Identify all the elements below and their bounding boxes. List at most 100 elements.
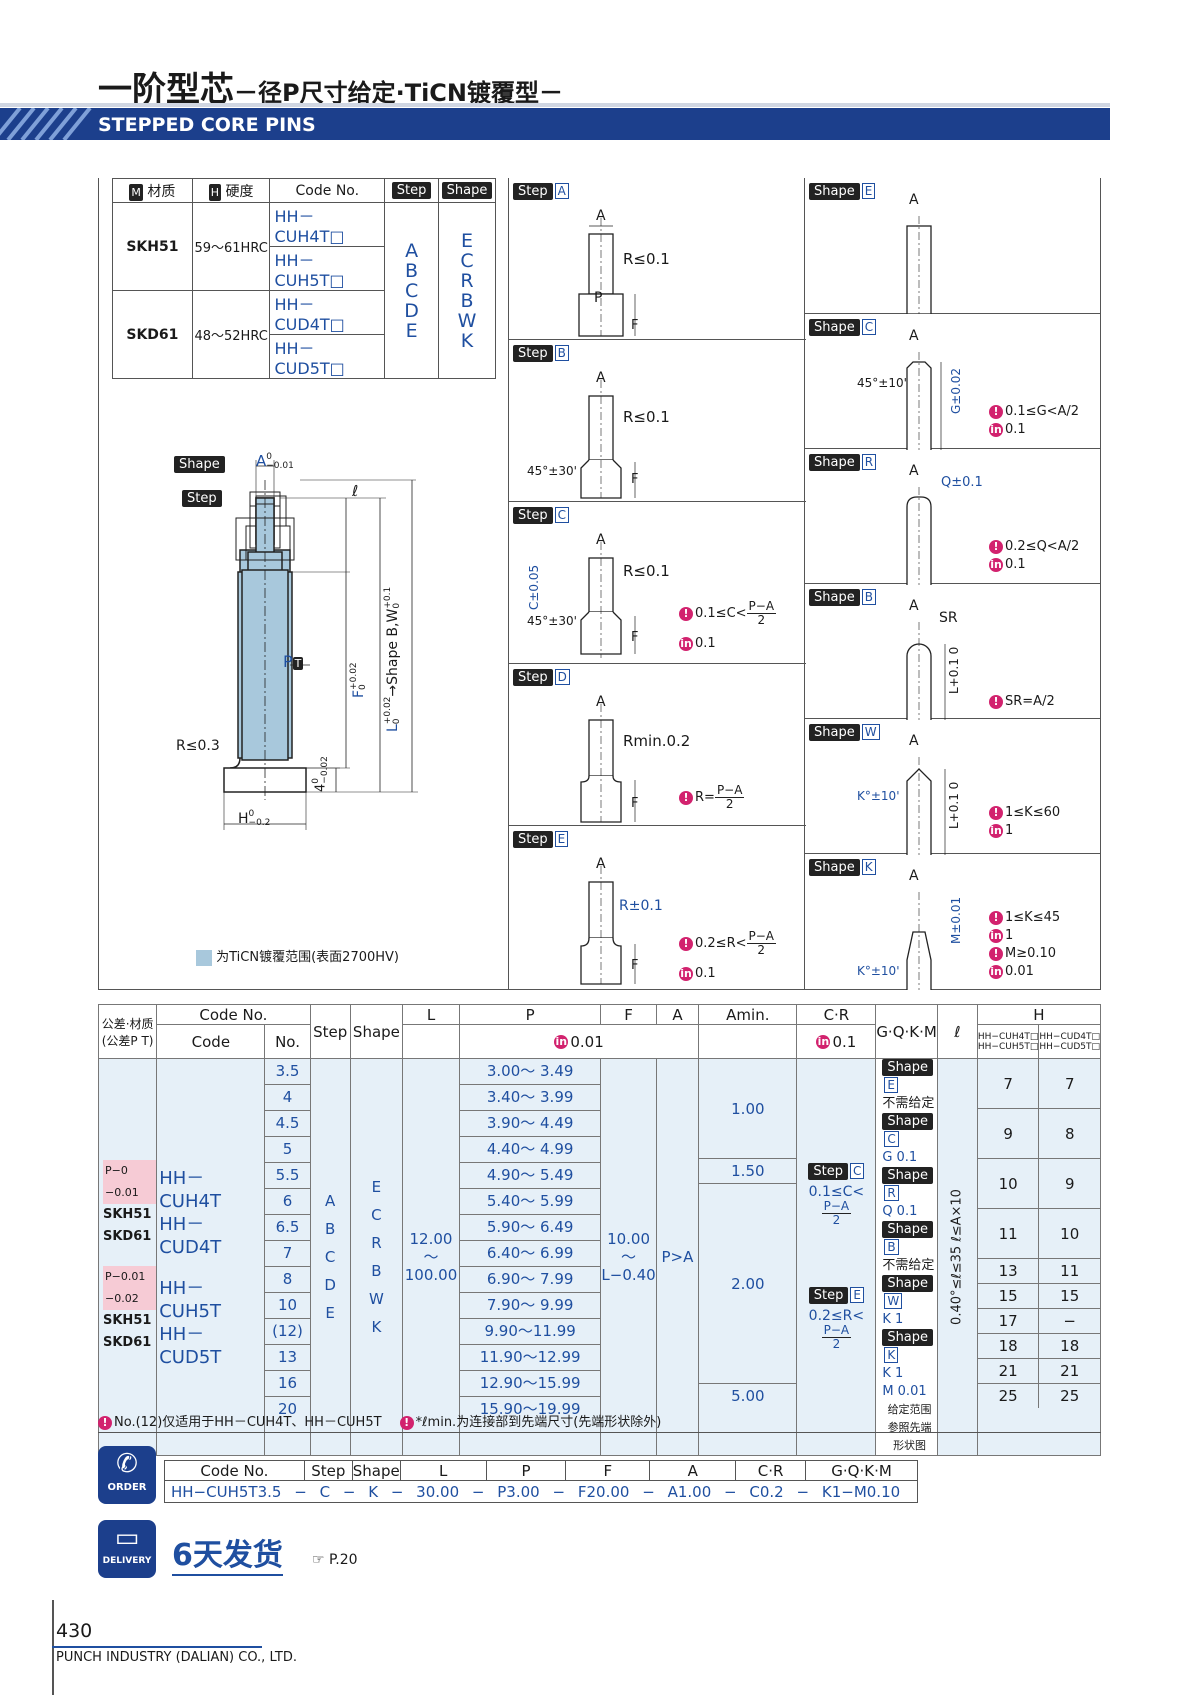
spec-table: M 材质 H 硬度 Code No. Step Shape SKH51 59～6… xyxy=(112,178,496,379)
h-cell: − xyxy=(1063,1312,1076,1330)
order-icon: ✆ ORDER xyxy=(98,1446,156,1504)
step-c-f: F xyxy=(631,630,639,645)
h-cell: 21 xyxy=(1060,1362,1080,1380)
th-blank xyxy=(698,1024,798,1059)
shape-c-g: G±0.02 xyxy=(949,367,963,414)
step-e-r: R±0.1 xyxy=(619,898,663,914)
spec-main-table: 公差·材质(公差P T) Code No. Step Shape L P F A… xyxy=(97,1004,1102,1456)
p-range-cell: 5.40～ 5.99 xyxy=(459,1189,601,1215)
th-l: L xyxy=(402,1004,460,1025)
h-cell: 10 xyxy=(1060,1225,1080,1243)
th-f: F xyxy=(600,1004,657,1025)
step-b-angle: 45°±30' xyxy=(527,464,577,478)
spec-code-header: Code No. xyxy=(269,178,386,203)
coating-swatch xyxy=(196,949,212,966)
h-cell: 11 xyxy=(978,1209,1040,1258)
p-range-cell: 3.40～ 3.99 xyxy=(459,1085,601,1111)
no-cell: 6 xyxy=(265,1189,310,1215)
h-cell: 17 xyxy=(978,1309,1040,1333)
shape-b-sr: SR xyxy=(939,610,958,626)
th-h-sub1: HH−CUH4T□ HH−CUH5T□ xyxy=(976,1024,1040,1059)
shape-w-k: K°±10' xyxy=(857,789,900,803)
h-cell: 11 xyxy=(1060,1262,1080,1280)
shape-r-q: Q±0.1 xyxy=(941,475,983,490)
p-range-cell: 12.90～15.99 xyxy=(459,1371,601,1397)
banner-text: STEPPED CORE PINS xyxy=(98,114,316,136)
no-cell: 7 xyxy=(265,1241,310,1267)
step-c-angle: 45°±30' xyxy=(527,614,577,628)
p-range-cell: 6.40～ 6.99 xyxy=(459,1241,601,1267)
th-l-blank xyxy=(402,1024,460,1059)
p-range-cell: 9.90～11.99 xyxy=(459,1319,601,1345)
step-b-f: F xyxy=(631,472,639,487)
page-title: 一阶型芯－径P尺寸给定·TiCN镀覆型－ xyxy=(98,62,563,110)
th-ell: ℓ xyxy=(936,1004,978,1059)
h-cell: 13 xyxy=(978,1259,1040,1283)
td-amin: 1.00 1.50 2.00 5.00 xyxy=(698,1058,798,1456)
no-cell: (12) xyxy=(265,1319,310,1345)
td-a-cond: P>A xyxy=(655,1058,700,1456)
h-row: 11 10 xyxy=(977,1209,1100,1259)
shape-k-a: A xyxy=(909,868,919,884)
h-cell: 18 xyxy=(978,1334,1040,1358)
h-cell: 25 xyxy=(978,1384,1040,1408)
spec-material: SKH51 xyxy=(112,202,193,291)
h-cell: 7 xyxy=(1064,1075,1075,1093)
no-cell: 16 xyxy=(265,1371,310,1397)
step-d-r: Rmin.0.2 xyxy=(623,732,691,750)
p-range-cell: 5.90～ 6.49 xyxy=(459,1215,601,1241)
shape-r-a: A xyxy=(909,463,919,479)
banner-underline xyxy=(0,103,1110,107)
no-cell: 4 xyxy=(265,1085,310,1111)
no-cell: 10 xyxy=(265,1293,310,1319)
shape-k-note3: !M≥0.10 xyxy=(989,946,1056,961)
th-gqkm: G·Q·K·M xyxy=(875,1004,938,1059)
step-c-c: C±0.05 xyxy=(527,564,541,610)
banner: STEPPED CORE PINS xyxy=(0,108,1110,140)
h-cell: 15 xyxy=(978,1284,1040,1308)
spec-code: HH－CUD4T□ xyxy=(269,290,386,335)
tol1: P−0 −0.01 xyxy=(103,1160,157,1204)
th-shape: Shape xyxy=(349,1004,404,1059)
th-h: H xyxy=(976,1004,1102,1025)
td-codes: HH－CUH4T HH－CUD4T HH－CUH5T HH－CUD5T xyxy=(156,1058,266,1456)
banner-stripes xyxy=(0,108,92,140)
company-name: PUNCH INDUSTRY (DALIAN) CO., LTD. xyxy=(56,1650,297,1665)
spec-shape-header: Shape xyxy=(438,178,496,203)
tol2: P−0.01 −0.02 xyxy=(103,1266,157,1310)
spec-code: HH－CUD5T□ xyxy=(269,334,386,379)
main-ell-label: ℓ xyxy=(352,482,359,500)
th-h-sub2: HH−CUD4T□ HH−CUD5T□ xyxy=(1038,1024,1101,1059)
th-a: A xyxy=(655,1004,700,1025)
step-a-r: R≤0.1 xyxy=(623,250,670,268)
step-a-p: P xyxy=(594,290,603,306)
shape-w-a: A xyxy=(909,733,919,749)
no-cell: 4.5 xyxy=(265,1111,310,1137)
step-d-a: A xyxy=(596,694,606,710)
no-cell: 13 xyxy=(265,1345,310,1371)
td-tol-material: P−0 −0.01 SKH51 SKD61 P−0.01 −0.02 SKH51… xyxy=(97,1058,158,1456)
spec-material: SKD61 xyxy=(112,290,193,379)
th-codeno: Code No. xyxy=(156,1004,311,1025)
step-e-f: F xyxy=(631,958,639,973)
th-step: Step xyxy=(309,1004,351,1059)
shape-w-note: !1≤K≤60 xyxy=(989,805,1060,820)
shape-e-a: A xyxy=(909,192,919,208)
